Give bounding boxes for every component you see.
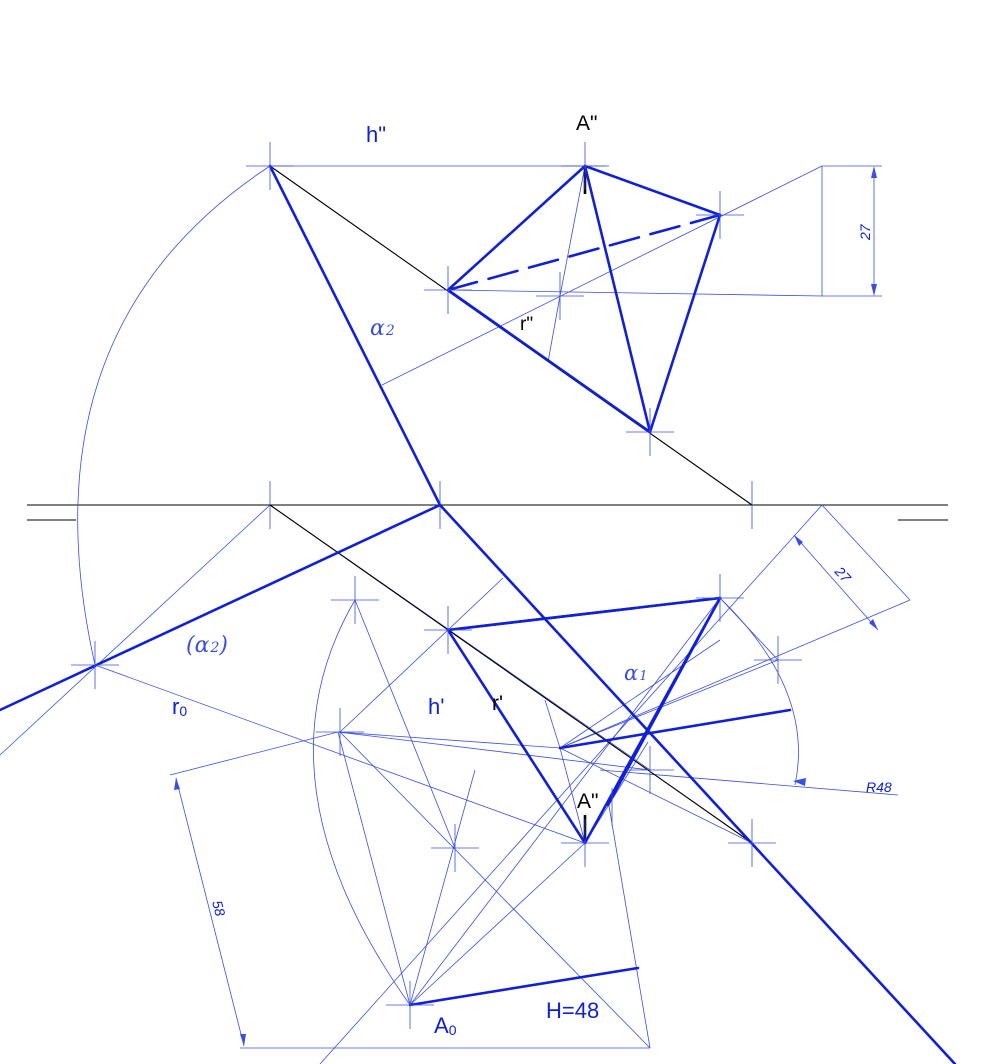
label-h2: h" bbox=[366, 122, 386, 147]
frontal-construction-lines bbox=[77, 165, 823, 666]
dimension-27-top: 27 bbox=[821, 165, 882, 297]
label-r2: r" bbox=[520, 314, 533, 335]
label-h1: h' bbox=[428, 694, 444, 719]
labels: h" A" r" α2 (α2) r0 h' r' α1 A" A0 H=48 bbox=[172, 112, 647, 1038]
frontal-point-ticks bbox=[246, 142, 753, 529]
dim-27-right-text: 27 bbox=[831, 563, 855, 587]
radius-r48: R48 bbox=[793, 778, 892, 795]
label-a-top: A" bbox=[576, 112, 597, 135]
label-height: H=48 bbox=[546, 998, 599, 1023]
label-alpha1: α1 bbox=[624, 661, 647, 685]
label-r0: r0 bbox=[172, 694, 187, 719]
horizontal-construction-lines bbox=[0, 504, 911, 1064]
dim-27-top-text: 27 bbox=[857, 223, 873, 241]
radius-r48-text: R48 bbox=[866, 779, 892, 795]
horizontal-point-ticks bbox=[71, 574, 802, 1029]
label-r1: r' bbox=[492, 692, 503, 715]
horizontal-thick-lines bbox=[0, 503, 957, 1064]
projection-axis bbox=[27, 504, 948, 521]
frontal-thick-lines bbox=[268, 164, 722, 507]
label-alpha2-paren: (α2) bbox=[186, 633, 228, 658]
label-a-bottom: A" bbox=[577, 790, 598, 813]
dim-58-text: 58 bbox=[209, 899, 229, 918]
dimension-58: 58 bbox=[174, 777, 246, 1047]
label-a0: A0 bbox=[434, 1013, 457, 1038]
dimension-27-right: 27 bbox=[793, 534, 879, 631]
label-alpha2: α2 bbox=[370, 316, 395, 341]
